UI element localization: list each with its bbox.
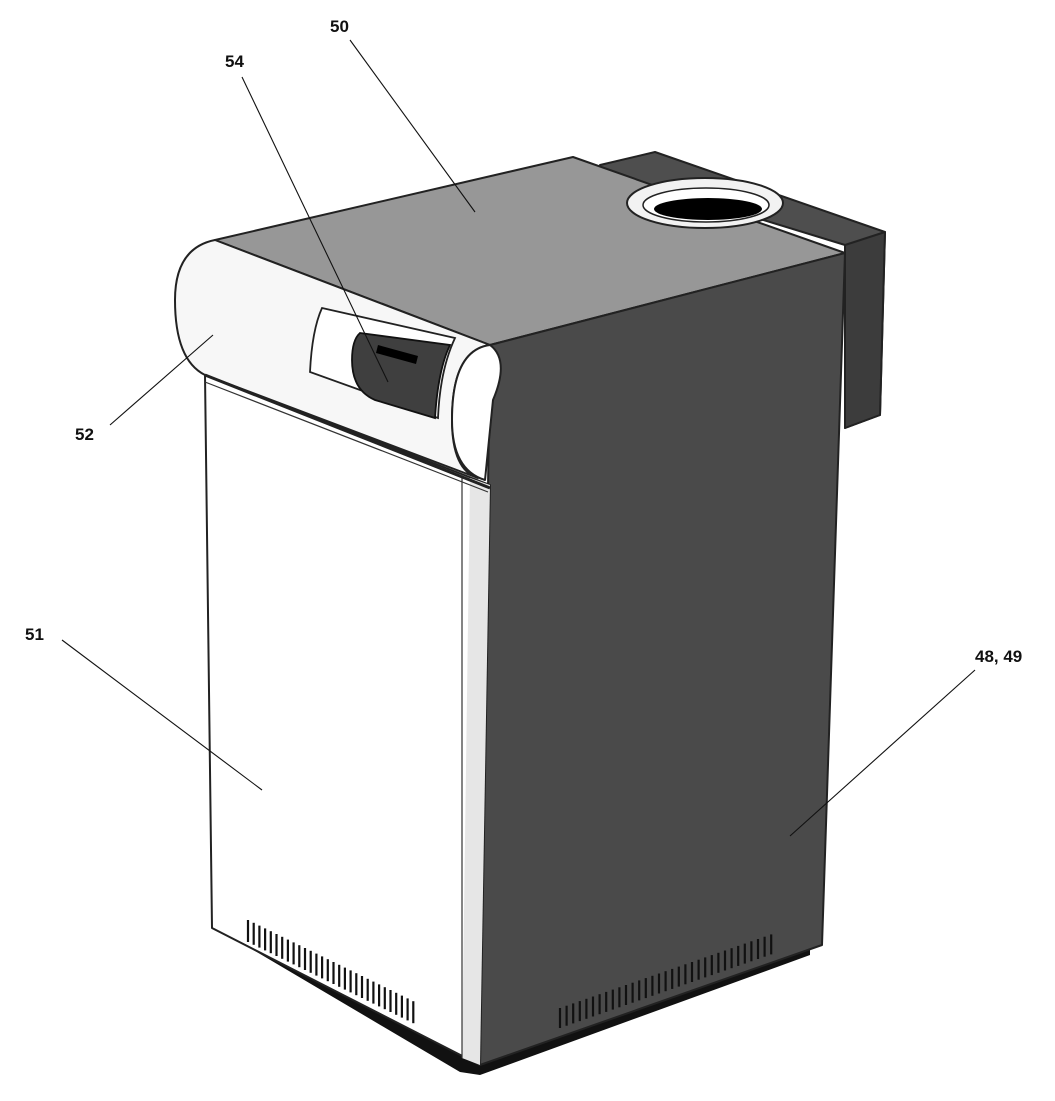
leader-line-54 [241,76,389,383]
side-vent-slots [558,934,773,1028]
leader-line-50 [349,39,476,213]
leader-line-51 [61,639,263,791]
callout-48-49: 48, 49 [975,647,1022,666]
side-panel [479,252,846,1066]
leader-line-48-49 [789,669,976,837]
base-shadow [228,925,810,1075]
flue-box [599,151,886,429]
flue-outlet [626,177,784,229]
callout-50: 50 [330,17,349,36]
front-vent-slots [246,920,415,1024]
callout-51: 51 [25,625,44,644]
control-knob [351,332,452,420]
front-panel [204,374,491,1066]
callout-54: 54 [225,52,244,71]
leader-line-52 [109,334,214,426]
callout-52: 52 [75,425,94,444]
